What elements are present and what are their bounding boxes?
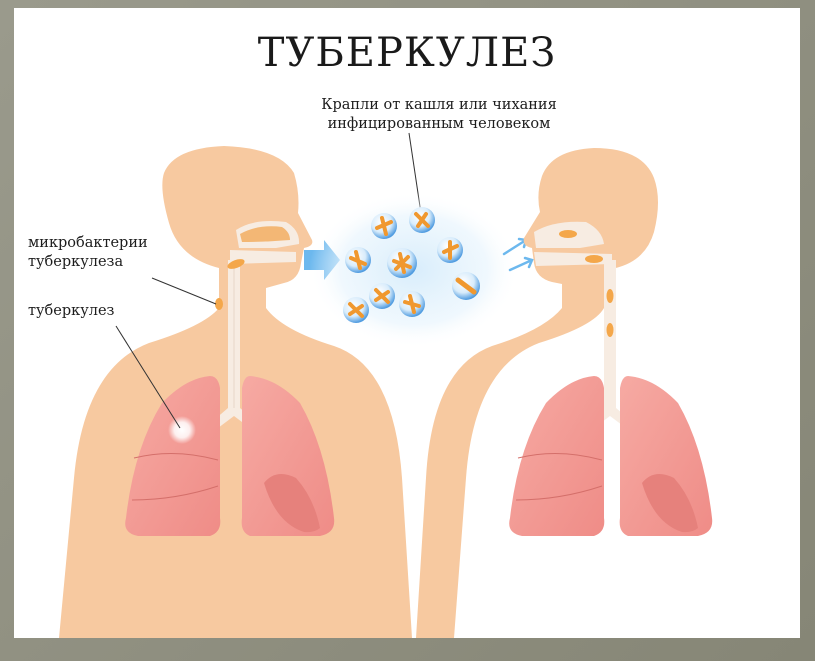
microbacteria-label: микробактерии туберкулеза <box>28 234 148 272</box>
droplet <box>399 291 425 317</box>
droplet <box>452 272 480 300</box>
infection-spot <box>168 416 196 444</box>
microbacteria-label-line: микробактерии <box>28 234 148 253</box>
microbacteria-label-line: туберкулеза <box>28 253 148 272</box>
tuberculosis-label: туберкулез <box>28 302 114 321</box>
pointer-line-microbacteria <box>152 278 216 304</box>
droplets-label-line: Крапли от кашля или чихания <box>299 96 579 115</box>
droplet <box>437 237 463 263</box>
droplet <box>369 283 395 309</box>
droplet <box>409 207 435 233</box>
mouth-bacterium <box>585 255 603 263</box>
droplets-label-line: инфицированным человеком <box>299 115 579 134</box>
healthy-person-left-lung <box>509 376 604 536</box>
droplet <box>343 297 369 323</box>
trachea-bacterium <box>607 289 614 303</box>
nose-bacterium <box>559 230 577 238</box>
droplet <box>371 213 397 239</box>
droplet <box>387 248 417 278</box>
diagram-panel: ТУБЕРКУЛЕЗ <box>14 8 800 638</box>
trachea-bacterium <box>607 323 614 337</box>
trachea-bacterium <box>215 298 223 310</box>
droplet <box>345 247 371 273</box>
droplets-label: Крапли от кашля или чихания инфицированн… <box>299 96 579 134</box>
